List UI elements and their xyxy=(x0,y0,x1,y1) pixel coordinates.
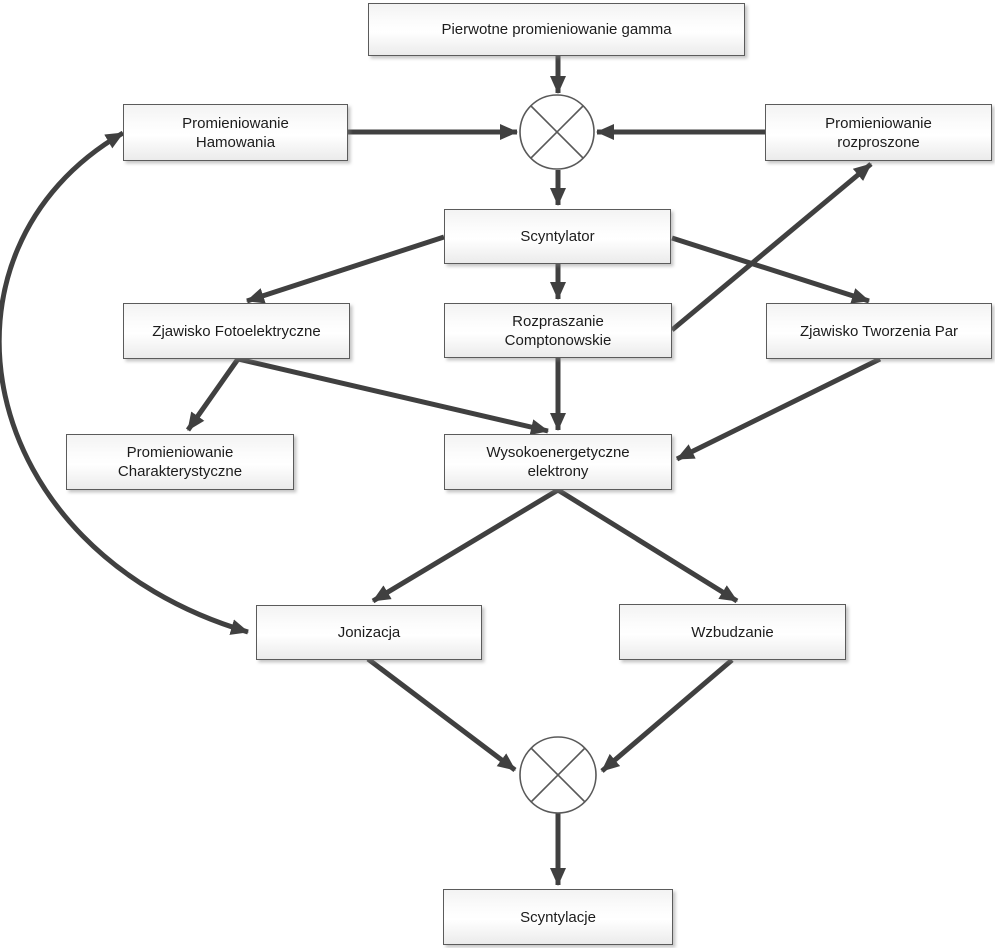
junction-top-crossed-circle-icon xyxy=(519,94,595,170)
arrow-wzbudzanie-to-junction-bottom xyxy=(600,658,734,773)
arrow-fotoelektryczne-to-elektrony xyxy=(237,356,549,435)
node-promieniowanie-rozproszone: Promieniowanie rozproszone xyxy=(765,104,992,161)
node-label: Rozpraszanie Comptonowskie xyxy=(504,312,612,349)
node-label: Wysokoenergetyczne elektrony xyxy=(486,444,630,480)
junction-bottom-crossed-circle-icon xyxy=(519,736,597,814)
node-label: Pierwotne promieniowanie gamma xyxy=(441,21,672,38)
node-promieniowanie-charakterystyczne: Promieniowanie Charakterystyczne xyxy=(66,434,294,490)
node-rozpraszanie-comptonowskie: Rozpraszanie Comptonowskie xyxy=(444,303,672,358)
node-label: Promieniowanie Hamowania xyxy=(182,114,289,151)
arrow-hamowania-jonizacja-curve xyxy=(0,130,249,635)
node-label: Zjawisko Fotoelektryczne xyxy=(152,322,321,340)
node-zjawisko-tworzenia-par: Zjawisko Tworzenia Par xyxy=(766,303,992,359)
node-label: Promieniowanie rozproszone xyxy=(825,114,932,151)
arrow-tworzenia-par-to-elektrony xyxy=(675,356,882,462)
node-pierwotne-promieniowanie-gamma: Pierwotne promieniowanie gamma xyxy=(368,3,745,56)
arrow-jonizacja-to-junction-bottom xyxy=(366,657,517,772)
node-wzbudzanie: Wzbudzanie xyxy=(619,604,846,660)
node-label: Jonizacja xyxy=(337,624,401,641)
arrow-scyntylator-to-fotoelektryczne xyxy=(246,234,445,304)
arrow-scyntylator-to-tworzenia-par xyxy=(671,235,870,304)
node-label: Wzbudzanie xyxy=(691,623,774,641)
arrow-fotoelektryczne-to-charakterystyczne xyxy=(185,357,241,432)
node-zjawisko-fotoelektryczne: Zjawisko Fotoelektryczne xyxy=(123,303,350,359)
arrow-comptonowskie-to-rozproszone xyxy=(670,162,873,332)
node-label: Zjawisko Tworzenia Par xyxy=(799,322,959,340)
node-label: Promieniowanie Charakterystyczne xyxy=(117,444,243,480)
node-label: Scyntylator xyxy=(520,228,595,245)
node-label: Scyntylacje xyxy=(520,908,596,926)
arrow-elektrony-to-wzbudzanie xyxy=(556,487,739,604)
arrow-elektrony-to-jonizacja xyxy=(371,487,560,604)
node-scyntylacje: Scyntylacje xyxy=(443,889,673,945)
node-wysokoenergetyczne-elektrony: Wysokoenergetyczne elektrony xyxy=(444,434,672,490)
node-jonizacja: Jonizacja xyxy=(256,605,482,660)
node-scyntylator: Scyntylator xyxy=(444,209,671,264)
node-promieniowanie-hamowania: Promieniowanie Hamowania xyxy=(123,104,348,161)
